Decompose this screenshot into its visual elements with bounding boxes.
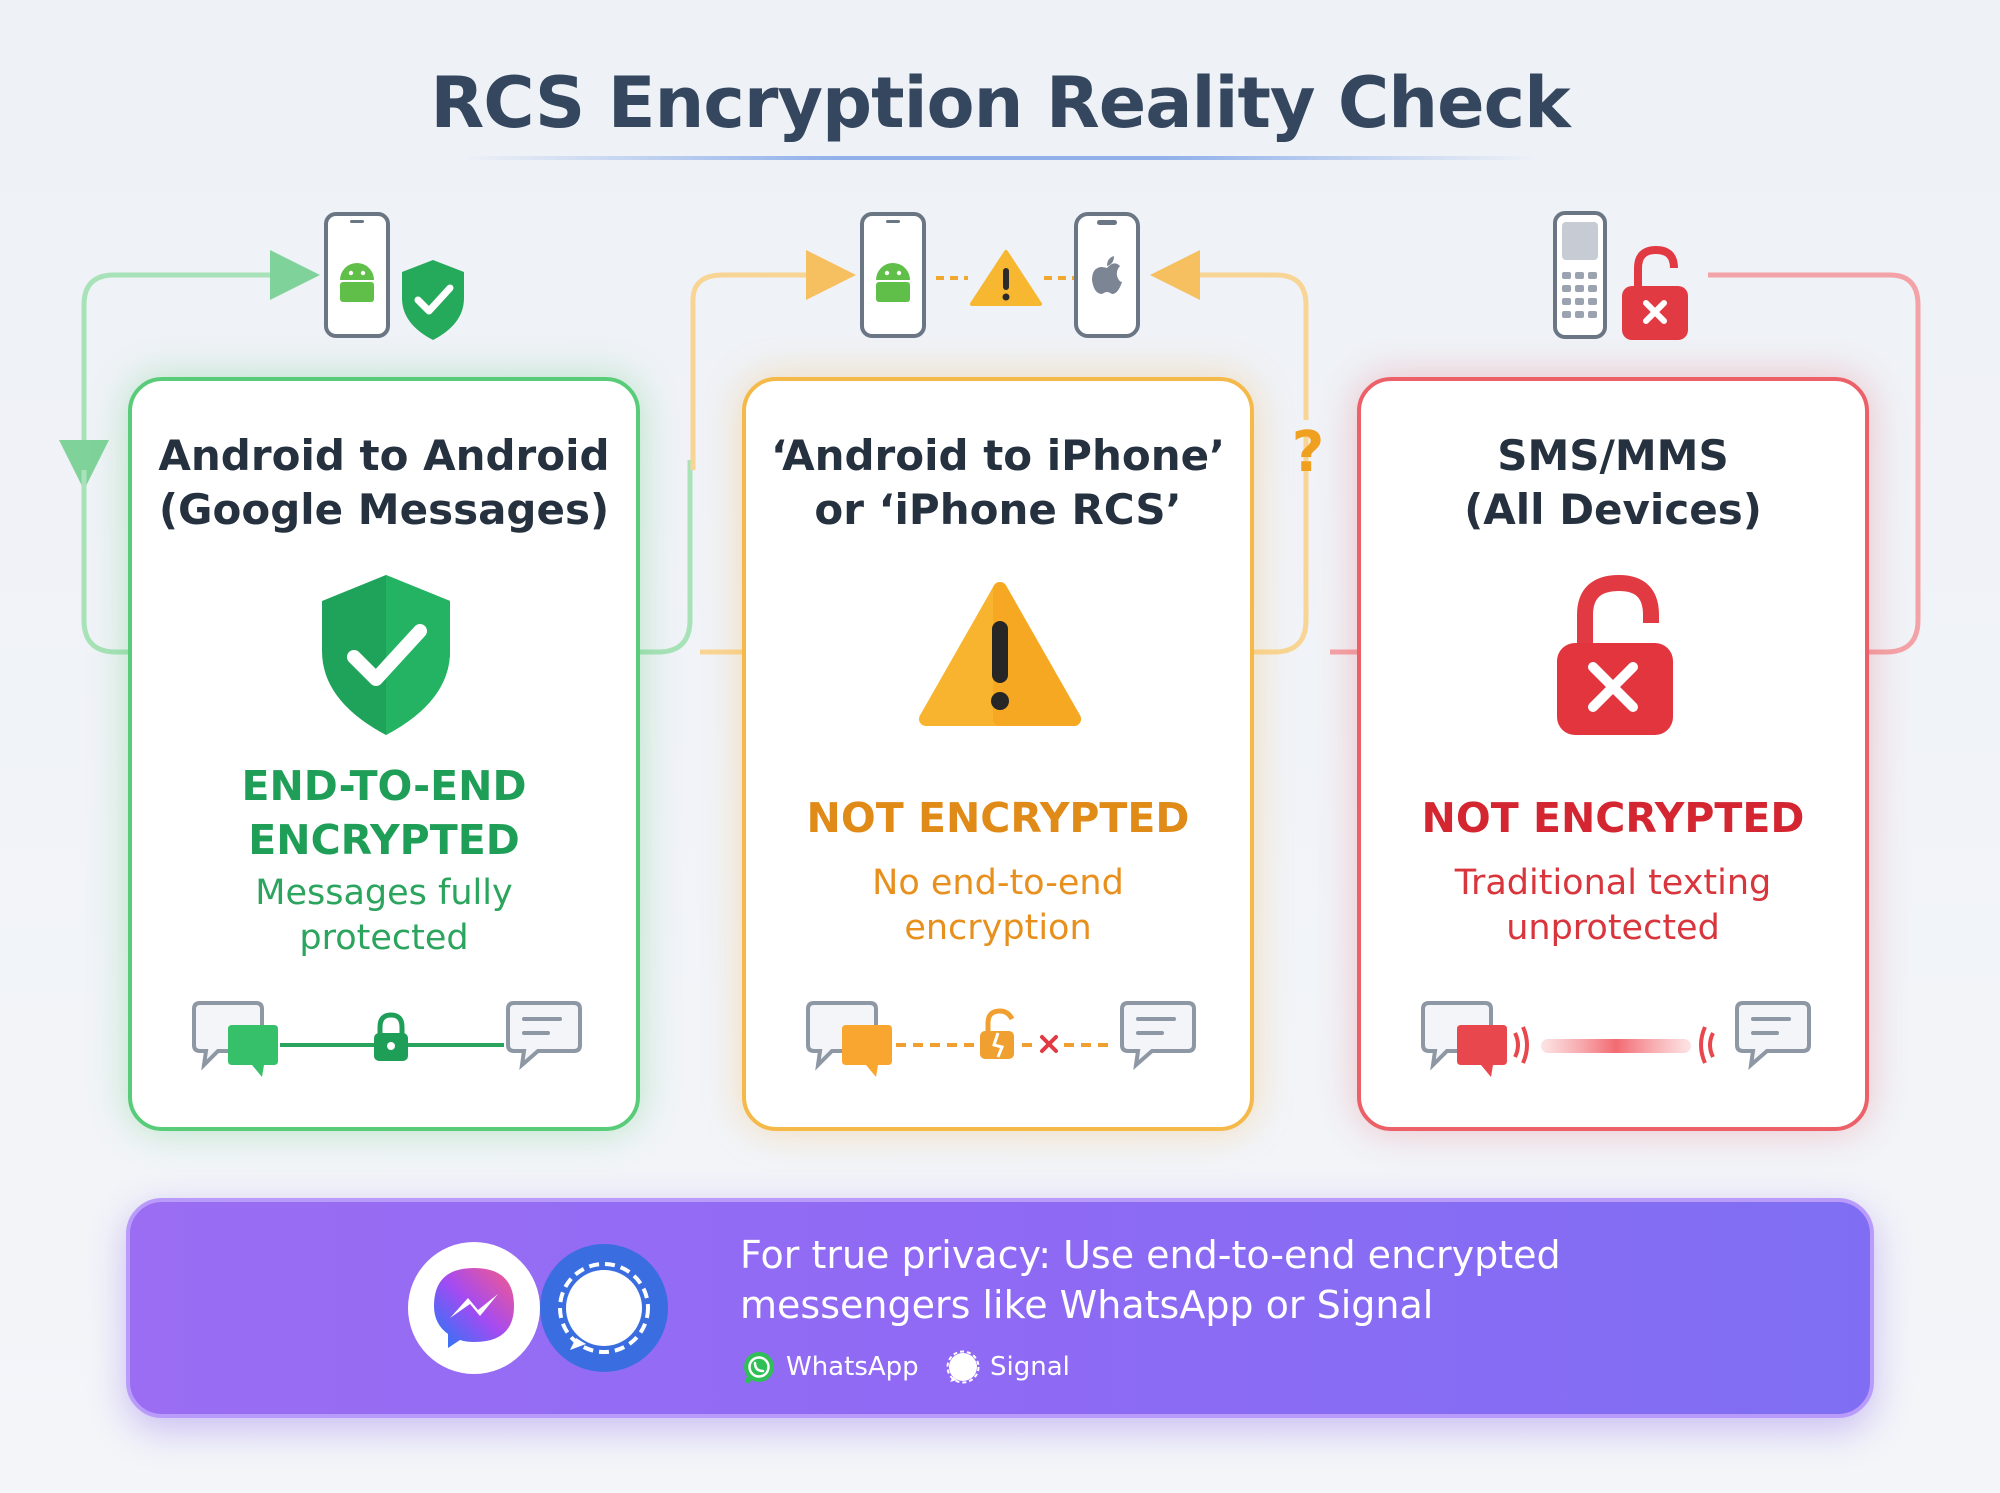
desc-line: protected <box>299 918 469 958</box>
card-title-line: SMS/MMS <box>1497 431 1729 480</box>
desc-line: encryption <box>904 908 1092 948</box>
app-chip-whatsapp[interactable]: WhatsApp <box>742 1349 919 1385</box>
card-title-line: or ‘iPhone RCS’ <box>814 485 1182 534</box>
orange-top-right-arrow <box>1150 250 1309 420</box>
android-phone-icon <box>860 212 926 338</box>
orange-right-arrow <box>1076 430 1309 677</box>
warning-icon <box>919 582 1081 726</box>
banner-message-line: messengers like WhatsApp or Signal <box>740 1283 1434 1327</box>
status-label: END-TO-END ENCRYPTED <box>132 759 636 867</box>
green-loop-top-arrow <box>81 250 320 470</box>
card-title-line: (All Devices) <box>1464 485 1762 534</box>
desc-line: unprotected <box>1506 908 1720 948</box>
shield-check-icon <box>402 260 464 340</box>
status-label: NOT ENCRYPTED <box>746 791 1250 845</box>
app-label: Signal <box>990 1352 1070 1382</box>
unprotected-chat-illustration <box>1421 1001 1811 1077</box>
app-label: WhatsApp <box>786 1352 919 1382</box>
banner-message: For true privacy: Use end-to-end encrypt… <box>740 1230 1840 1330</box>
green-left-arrow <box>81 470 308 677</box>
desc-line: Traditional texting <box>1454 863 1772 903</box>
status-label: NOT ENCRYPTED <box>1361 791 1865 845</box>
messenger-icon <box>408 1242 540 1374</box>
signal-icon <box>946 1350 980 1384</box>
status-line: NOT ENCRYPTED <box>1421 794 1805 842</box>
whatsapp-icon <box>744 1352 774 1384</box>
card-title: Android to Android (Google Messages) <box>132 429 636 537</box>
status-description: Traditional texting unprotected <box>1361 861 1865 951</box>
privacy-recommendation-banner <box>126 1198 1874 1418</box>
card-title-line: Android to Android <box>158 431 610 480</box>
card-android-to-iphone: ‘Android to iPhone’ or ‘iPhone RCS’ NOT … <box>742 377 1254 1131</box>
feature-phone-icon <box>1553 211 1607 339</box>
status-line: ENCRYPTED <box>248 816 520 864</box>
title-underline <box>460 156 1540 160</box>
card-title: ‘Android to iPhone’ or ‘iPhone RCS’ <box>746 429 1250 537</box>
encrypted-chat-illustration <box>192 1001 582 1077</box>
card-title: SMS/MMS (All Devices) <box>1361 429 1865 537</box>
status-line: NOT ENCRYPTED <box>806 794 1190 842</box>
app-chip-signal[interactable]: Signal <box>946 1349 1070 1385</box>
iphone-icon <box>1074 212 1140 338</box>
status-description: No end-to-end encryption <box>746 861 1250 951</box>
status-line: END-TO-END <box>241 762 527 810</box>
question-mark: ? <box>1291 420 1325 485</box>
unlocked-padlock-icon <box>1557 574 1673 735</box>
card-sms-mms: SMS/MMS (All Devices) NOT ENCRYPTED Trad… <box>1357 377 1869 1131</box>
card-title-line: (Google Messages) <box>158 485 610 534</box>
banner-message-line: For true privacy: Use end-to-end encrypt… <box>740 1233 1561 1277</box>
green-right-arrow <box>468 460 693 677</box>
status-description: Messages fully protected <box>132 871 636 961</box>
signal-icon <box>540 1244 668 1372</box>
red-right-arrow <box>1692 272 1921 677</box>
page-title: RCS Encryption Reality Check <box>430 62 1570 144</box>
warning-icon <box>936 250 1078 306</box>
android-phone-icon <box>324 212 390 338</box>
desc-line: No end-to-end <box>872 863 1124 903</box>
green-up-arrow <box>690 250 856 470</box>
broken-encryption-chat-illustration <box>806 1001 1196 1077</box>
card-title-line: ‘Android to iPhone’ <box>770 431 1226 480</box>
card-android-to-android: Android to Android (Google Messages) END… <box>128 377 640 1131</box>
unlocked-padlock-icon <box>1622 245 1688 340</box>
desc-line: Messages fully <box>255 873 513 913</box>
shield-check-icon <box>322 575 450 735</box>
